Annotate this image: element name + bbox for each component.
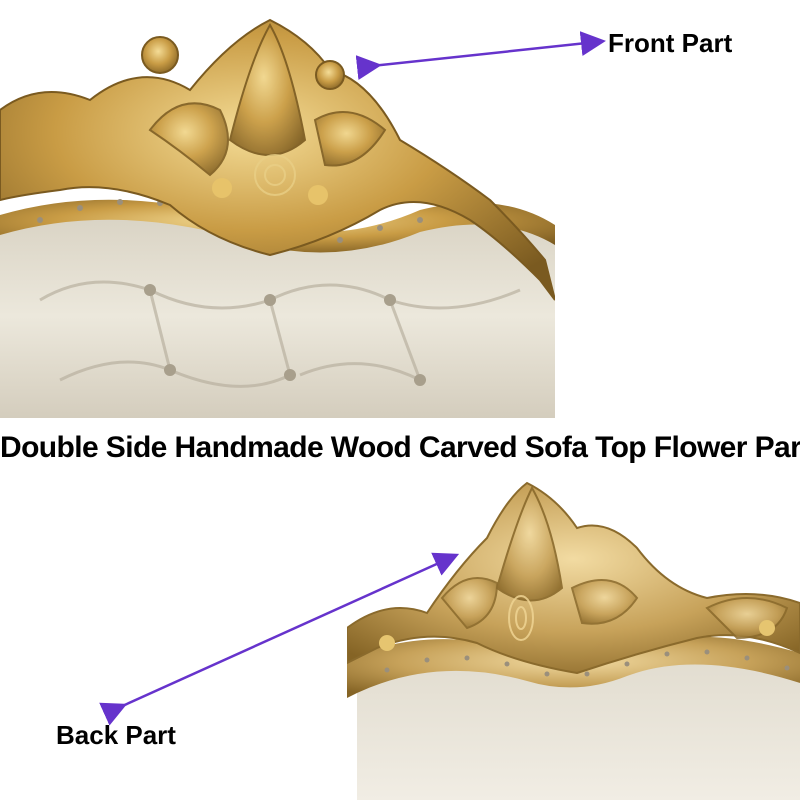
back-part-photo (347, 478, 800, 800)
product-caption: Double Side Handmade Wood Carved Sofa To… (0, 431, 800, 464)
back-part-label: Back Part (56, 720, 176, 750)
front-part-label: Front Part (608, 28, 733, 58)
front-part-photo (0, 0, 555, 418)
